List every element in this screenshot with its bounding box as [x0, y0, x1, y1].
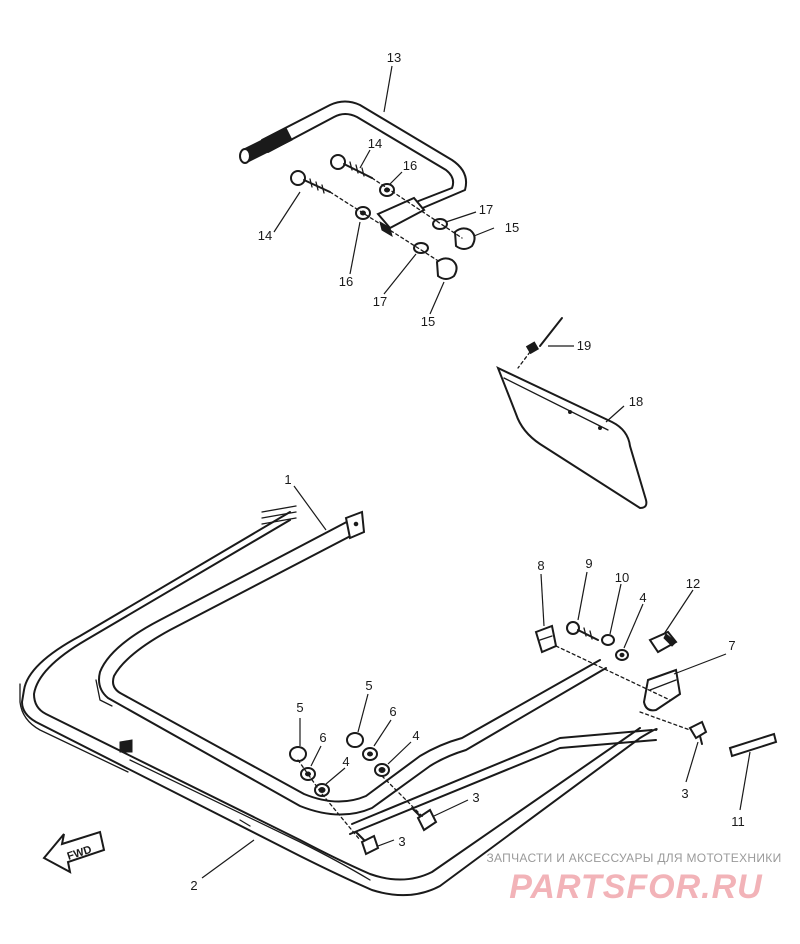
- leader-lines: [201, 65, 751, 879]
- callout-4-left: 4: [342, 754, 349, 769]
- callout-2: 2: [190, 878, 197, 893]
- nut-part-5-left: [289, 746, 307, 762]
- callout-18: 18: [629, 394, 643, 409]
- callout-12: 12: [686, 576, 700, 591]
- bolt-part-14-upper: [330, 154, 373, 179]
- callout-1: 1: [284, 472, 291, 487]
- washer-part-10: [601, 634, 615, 646]
- callout-17-lower: 17: [373, 294, 387, 309]
- callout-17-upper: 17: [479, 202, 493, 217]
- callout-13: 13: [387, 50, 401, 65]
- bolt-part-9: [566, 621, 599, 641]
- callout-15-lower: 15: [421, 314, 435, 329]
- callout-5-left: 5: [296, 700, 303, 715]
- grommet-part-12: [648, 630, 678, 654]
- callout-5-right: 5: [365, 678, 372, 693]
- washer-part-17-upper: [432, 218, 448, 230]
- nut-part-5-right: [346, 732, 364, 748]
- callout-10: 10: [615, 570, 629, 585]
- outer-frame-part-2: [19, 505, 658, 897]
- watermark: ЗАПЧАСТИ И АКСЕССУАРЫ ДЛЯ МОТОТЕХНИКИ PA…: [486, 851, 781, 906]
- washer-part-6-right: [362, 747, 378, 761]
- washer-part-4-left: [314, 783, 330, 797]
- callout-7: 7: [728, 638, 735, 653]
- grab-bar-part-13: [239, 100, 468, 238]
- callout-labels: 13 14 14 16 16 17 17 15 15 19 18 1 2 8 9…: [190, 50, 744, 893]
- screw-part-3-left: [355, 831, 380, 856]
- bolt-part-14-lower: [290, 170, 331, 194]
- washer-part-17-lower: [413, 242, 429, 254]
- callout-3-right: 3: [681, 786, 688, 801]
- callout-14-lower: 14: [258, 228, 272, 243]
- washer-part-4-center: [374, 763, 390, 777]
- callout-3-left: 3: [398, 834, 405, 849]
- callout-14-upper: 14: [368, 136, 382, 151]
- rivet-part-19: [517, 317, 563, 369]
- washer-part-16-upper: [379, 183, 395, 197]
- screw-part-3-right: [688, 720, 708, 745]
- plate-part-18: [496, 366, 648, 510]
- callout-15-upper: 15: [505, 220, 519, 235]
- callout-16-upper: 16: [403, 158, 417, 173]
- callout-4-right: 4: [639, 590, 646, 605]
- callout-4-center: 4: [412, 728, 419, 743]
- washer-part-6-left: [300, 767, 316, 781]
- strip-part-11: [728, 732, 778, 758]
- callout-6-left: 6: [319, 730, 326, 745]
- cap-nut-part-15-lower: [435, 257, 458, 280]
- watermark-tagline: ЗАПЧАСТИ И АКСЕССУАРЫ ДЛЯ МОТОТЕХНИКИ: [486, 851, 781, 865]
- callout-19: 19: [577, 338, 591, 353]
- screw-part-3-center: [411, 807, 438, 832]
- callout-8: 8: [537, 558, 544, 573]
- washer-part-4-right: [615, 649, 629, 661]
- clip-part-8: [534, 624, 558, 654]
- callout-9: 9: [585, 556, 592, 571]
- callout-3-center: 3: [472, 790, 479, 805]
- callout-16-lower: 16: [339, 274, 353, 289]
- inner-rail-part-1: [95, 510, 657, 835]
- callout-6-right: 6: [389, 704, 396, 719]
- watermark-brand: PARTSFOR.RU: [509, 868, 763, 906]
- callout-11: 11: [731, 814, 745, 829]
- bracket-part-7: [642, 668, 682, 712]
- cap-nut-part-15-upper: [453, 227, 476, 250]
- forward-direction-indicator: FWD: [42, 830, 106, 874]
